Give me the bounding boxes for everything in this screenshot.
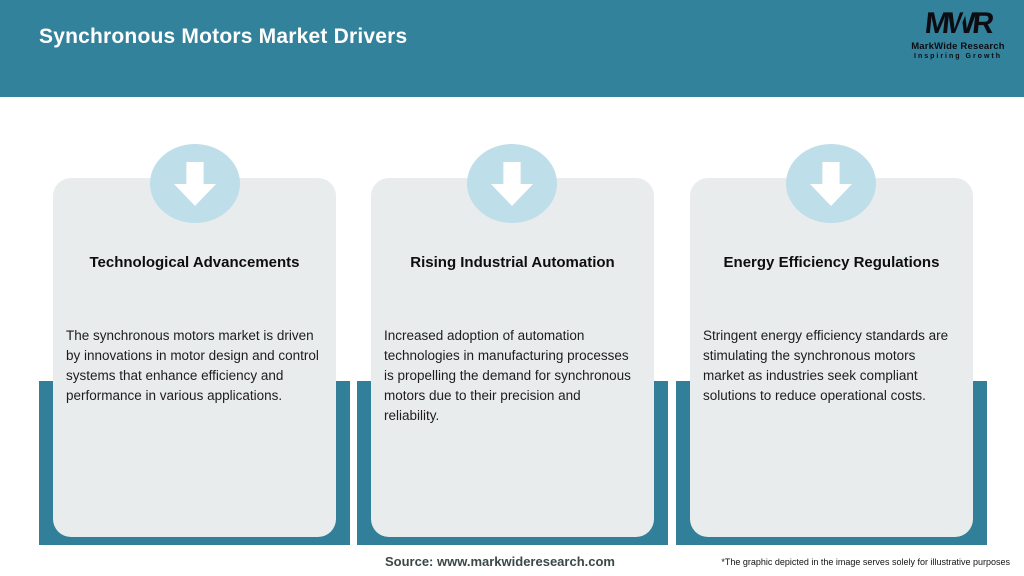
page-title: Synchronous Motors Market Drivers [39,25,408,48]
arrow-circle [150,144,240,223]
logo-tagline: Inspiring Growth [914,53,1002,60]
card-title: Energy Efficiency Regulations [723,254,940,271]
card-title: Rising Industrial Automation [410,254,615,271]
source-text: Source: www.markwideresearch.com [384,554,615,569]
card-description: Stringent energy efficiency standards ar… [703,328,949,403]
arrow-down-icon [173,161,217,206]
driver-card-energy-efficiency-regulations: Energy Efficiency Regulations Stringent … [690,178,973,537]
driver-card-technological-advancements: Technological Advancements The synchrono… [53,178,336,537]
logo-monogram: MWR [923,7,992,40]
arrow-down-icon [809,161,853,206]
card-description: Increased adoption of automation technol… [384,328,631,423]
arrow-circle [786,144,876,223]
disclaimer-text: *The graphic depicted in the image serve… [721,557,1010,567]
arrow-down-icon [490,161,534,206]
arrow-circle [467,144,557,223]
driver-card-rising-industrial-automation: Rising Industrial Automation Increased a… [371,178,654,537]
markwide-research-logo: MWR MarkWide Research Inspiring Growth [900,7,1016,60]
card-title: Technological Advancements [89,254,300,271]
header-bar: Synchronous Motors Market Drivers MWR Ma… [0,0,1024,97]
logo-company-name: MarkWide Research [911,41,1005,52]
card-description: The synchronous motors market is driven … [66,328,319,403]
